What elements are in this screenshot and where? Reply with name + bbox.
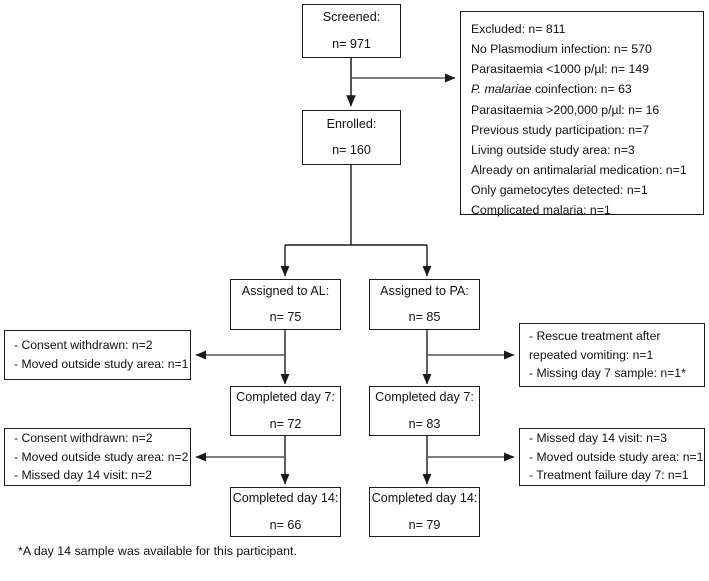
node-assigned-al-count: n= 75 [269, 310, 302, 324]
node-completed-day7-al-count: n= 72 [269, 416, 302, 431]
dropout-pa-day14-line-0: - Missed day 14 visit: n=3 [529, 430, 667, 445]
excluded-line-3: P. malariae coinfection: n= 63 [471, 79, 695, 99]
excluded-line-9: Complicated malaria: n=1 [471, 203, 611, 218]
dropout-pa-day14-line-1: - Moved outside study area: n=1 [529, 449, 704, 464]
node-completed-day14-al: Completed day 14: n= 66 [230, 487, 341, 537]
excluded-line-5: Previous study participation: n=7 [471, 122, 650, 137]
node-screened-title: Screened: [322, 10, 381, 25]
excluded-species-name: P. malariae [471, 82, 532, 97]
excluded-line-8: Only gametocytes detected: n=1 [471, 183, 648, 198]
node-screened: Screened: n= 971 [302, 4, 401, 58]
node-assigned-pa-title: Assigned to PA: [380, 283, 469, 298]
node-completed-day7-pa-title: Completed day 7: [375, 390, 474, 405]
dropout-pa-day14-line-2: - Treatment failure day 7: n=1 [529, 468, 689, 483]
dropout-al-day7-line-0: - Consent withdrawn: n=2 [14, 338, 153, 353]
dropout-pa-day7-line-2: - Missing day 7 sample: n=1* [529, 366, 686, 381]
node-excluded: Excluded: n= 811 No Plasmodium infection… [460, 11, 704, 217]
excluded-species-rest: coinfection: n= 63 [531, 82, 632, 97]
excluded-line-2: Parasitaemia <1000 p/µl: n= 149 [471, 62, 649, 77]
node-enrolled: Enrolled: n= 160 [302, 110, 401, 165]
node-screened-count: n= 971 [332, 36, 371, 51]
node-completed-day14-pa: Completed day 14: n= 79 [369, 487, 480, 537]
node-enrolled-count: n= 160 [332, 143, 371, 157]
excluded-line-0: Excluded: n= 811 [471, 22, 566, 36]
node-completed-day14-pa-title: Completed day 14: [371, 491, 478, 506]
excluded-line-4: Parasitaemia >200,000 p/µl: n= 16 [471, 102, 660, 117]
node-assigned-al: Assigned to AL: n= 75 [230, 279, 341, 330]
dropout-al-day14-line-2: - Missed day 14 visit: n=2 [14, 468, 152, 483]
node-enrolled-title: Enrolled: [326, 116, 377, 131]
node-completed-day14-al-title: Completed day 14: [232, 491, 339, 506]
node-completed-day14-al-count: n= 66 [269, 517, 302, 532]
dropout-al-day14-line-0: - Consent withdrawn: n=2 [14, 430, 153, 445]
dropout-pa-day7-line-0: - Rescue treatment after [529, 328, 661, 343]
node-dropout-pa-day7: - Rescue treatment after repeated vomiti… [519, 323, 705, 387]
figure-footnote: *A day 14 sample was available for this … [18, 544, 297, 558]
node-assigned-pa-count: n= 85 [408, 310, 441, 324]
node-completed-day7-al: Completed day 7: n= 72 [230, 386, 341, 436]
node-completed-day7-pa: Completed day 7: n= 83 [369, 386, 480, 436]
node-dropout-al-day7: - Consent withdrawn: n=2 - Moved outside… [4, 330, 191, 380]
dropout-pa-day7-line-1: repeated vomiting: n=1 [529, 347, 654, 362]
dropout-al-day14-line-1: - Moved outside study area: n=2 [14, 449, 189, 464]
node-completed-day7-al-title: Completed day 7: [236, 390, 335, 405]
dropout-al-day7-line-1: - Moved outside study area: n=1 [14, 357, 189, 371]
node-assigned-al-title: Assigned to AL: [241, 283, 330, 298]
node-assigned-pa: Assigned to PA: n= 85 [369, 279, 480, 330]
node-dropout-al-day14: - Consent withdrawn: n=2 - Moved outside… [4, 428, 191, 486]
node-completed-day14-pa-count: n= 79 [408, 517, 441, 532]
node-dropout-pa-day14: - Missed day 14 visit: n=3 - Moved outsi… [519, 428, 705, 486]
excluded-line-6: Living outside study area: n=3 [471, 142, 635, 157]
excluded-line-7: Already on antimalarial medication: n=1 [471, 163, 687, 178]
node-completed-day7-pa-count: n= 83 [408, 416, 441, 431]
excluded-line-1: No Plasmodium infection: n= 570 [471, 42, 652, 57]
